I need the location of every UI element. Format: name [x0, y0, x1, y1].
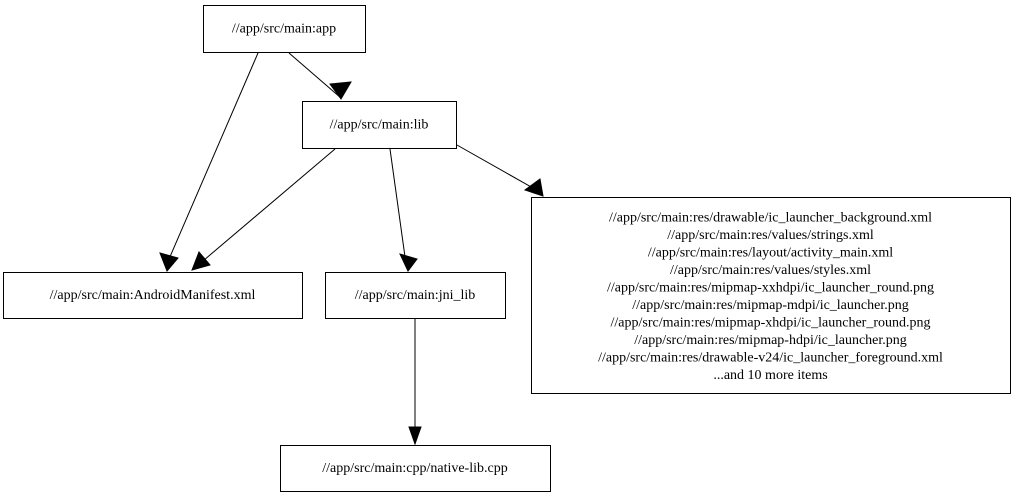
arrowhead-icon	[159, 252, 179, 272]
node-label: //app/src/main:lib	[330, 118, 429, 133]
graph-node-jni_lib[interactable]: //app/src/main:jni_lib	[325, 272, 506, 319]
graph-node-native_lib[interactable]: //app/src/main:cpp/native-lib.cpp	[280, 445, 551, 492]
arrowhead-icon	[329, 81, 352, 100]
graph-edge-lib-to-res_group	[456, 144, 544, 197]
edge-line	[456, 144, 541, 193]
node-box[interactable]	[280, 445, 551, 492]
graph-edge-lib-to-manifest	[191, 148, 336, 271]
node-box[interactable]	[325, 272, 506, 319]
graph-edge-jni_lib-to-native_lib	[408, 319, 422, 446]
node-label-line: //app/src/main:res/mipmap-hdpi/ic_launch…	[634, 333, 907, 348]
node-label-line: //app/src/main:res/mipmap-xxhdpi/ic_laun…	[607, 281, 934, 296]
graph-edge-lib-to-jni_lib	[389, 148, 418, 272]
node-label-line: //app/src/main:res/drawable/ic_launcher_…	[609, 211, 932, 226]
node-box[interactable]	[531, 197, 1011, 394]
node-label: //app/src/main:AndroidManifest.xml	[50, 288, 256, 303]
graph-edge-app-to-manifest	[159, 52, 259, 272]
node-label: //app/src/main:app	[232, 22, 336, 37]
graph-node-manifest[interactable]: //app/src/main:AndroidManifest.xml	[3, 272, 303, 319]
edge-line	[389, 148, 407, 265]
graph-node-res_group[interactable]: //app/src/main:res/drawable/ic_launcher_…	[531, 197, 1011, 394]
edge-line	[288, 52, 342, 99]
arrowhead-icon	[191, 251, 211, 271]
nodes-layer: //app/src/main:app //app/src/main:lib //ap…	[3, 5, 1011, 492]
node-label-line: //app/src/main:res/mipmap-mdpi/ic_launch…	[632, 298, 908, 313]
arrowhead-icon	[523, 178, 544, 197]
node-label-line: //app/src/main:res/mipmap-xhdpi/ic_launc…	[611, 316, 931, 331]
edge-line	[165, 52, 259, 267]
node-box[interactable]	[3, 272, 303, 319]
graph-node-lib[interactable]: //app/src/main:lib	[302, 101, 457, 149]
node-label-line: //app/src/main:res/drawable-v24/ic_launc…	[598, 351, 943, 366]
node-box[interactable]	[203, 5, 366, 53]
graph-edge-app-to-lib	[288, 52, 352, 100]
node-label-line: //app/src/main:res/values/strings.xml	[667, 228, 874, 243]
node-label: //app/src/main:cpp/native-lib.cpp	[322, 461, 507, 476]
graph-node-app[interactable]: //app/src/main:app	[203, 5, 366, 53]
arrowhead-icon	[408, 426, 422, 446]
edge-line	[196, 148, 336, 267]
arrowhead-icon	[399, 253, 418, 272]
edges-layer	[159, 52, 544, 446]
node-label-line: ...and 10 more items	[713, 368, 827, 383]
node-box[interactable]	[302, 101, 457, 149]
node-label-line: //app/src/main:res/layout/activity_main.…	[648, 246, 893, 261]
node-label-line: //app/src/main:res/values/styles.xml	[670, 263, 871, 278]
node-label: //app/src/main:jni_lib	[355, 288, 476, 303]
